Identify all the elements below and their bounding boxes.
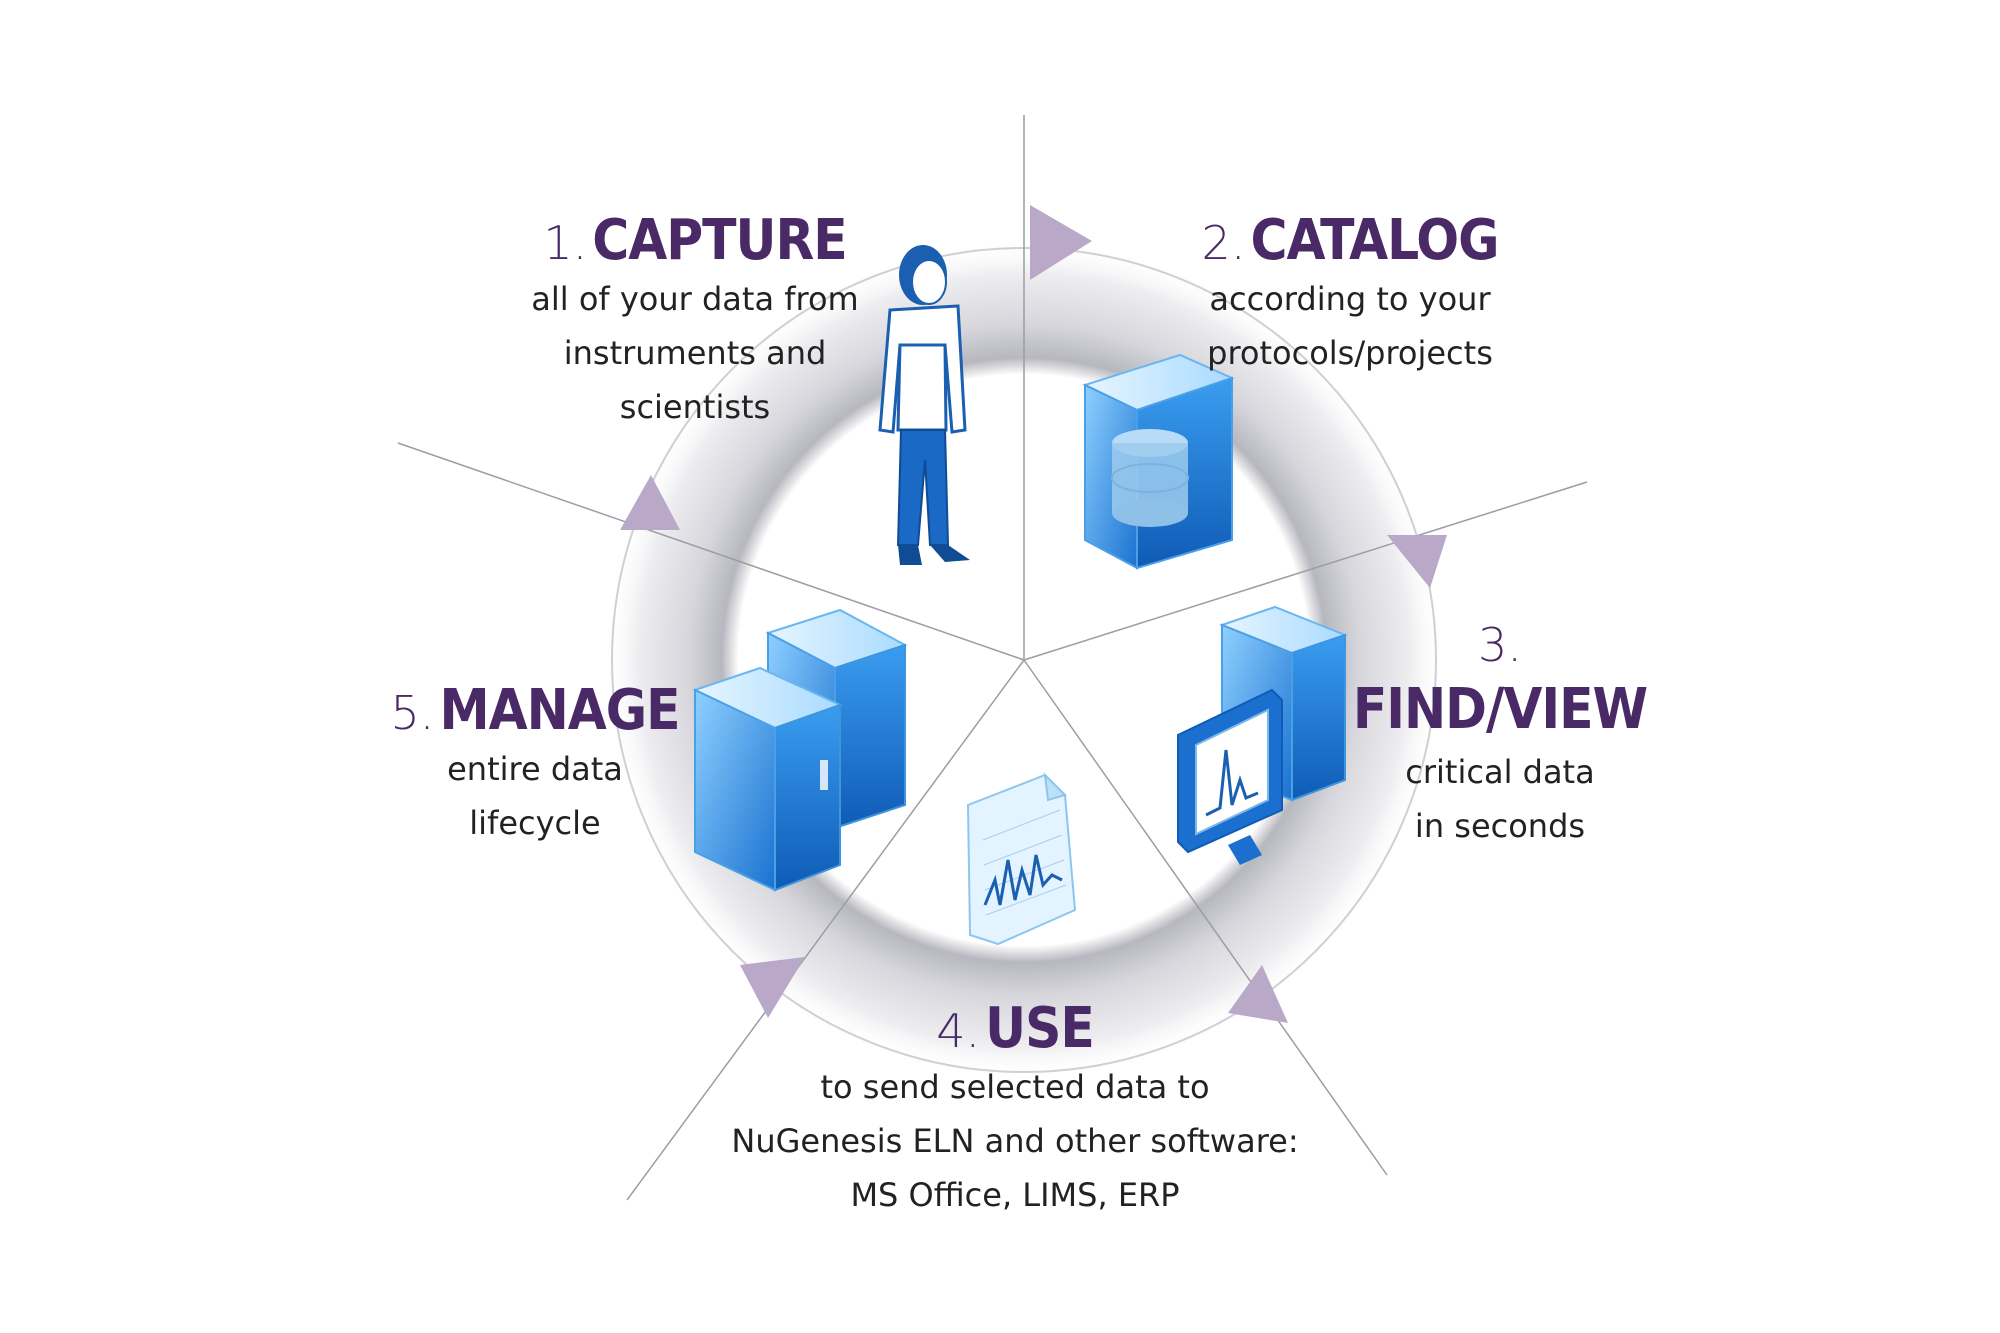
stage-heading: 1. CAPTURE	[505, 210, 885, 272]
arrow-right-icon	[1030, 205, 1092, 280]
arrow-up-icon	[620, 475, 680, 530]
stage-capture: 1. CAPTURE all of your data from instrum…	[505, 210, 885, 434]
stage-catalog: 2. CATALOG according to your protocols/p…	[1150, 210, 1550, 380]
arrow-left-icon	[1228, 965, 1288, 1023]
stage-heading: 2. CATALOG	[1150, 210, 1550, 272]
stage-manage: 5. MANAGE entire data lifecycle	[365, 680, 705, 850]
scientist-icon	[878, 245, 970, 565]
stage-description-line: instruments and	[563, 333, 827, 372]
stage-title: FIND/VIEW	[1352, 677, 1648, 742]
divider-line	[1023, 659, 1388, 1176]
arrow-left-icon	[740, 957, 805, 1018]
stage-description-line: scientists	[619, 387, 771, 426]
stage-number: 2.	[1201, 216, 1246, 270]
stage-use: 4. USE to send selected data to NuGenesi…	[715, 998, 1315, 1222]
stage-number: 1.	[543, 216, 588, 270]
stage-description-line: MS Office, LIMS, ERP	[850, 1175, 1180, 1214]
stage-number: 3.	[1478, 618, 1522, 672]
divider-line	[397, 442, 1025, 661]
workstation-icon	[1177, 605, 1348, 865]
stage-heading: 4. USE	[715, 998, 1315, 1060]
stage-find-view: 3. FIND/VIEW critical data in seconds	[1340, 615, 1660, 853]
arrow-down-icon	[1387, 535, 1447, 588]
stage-title: CAPTURE	[592, 208, 847, 273]
stage-title: USE	[985, 996, 1095, 1061]
stage-description-line: to send selected data to	[820, 1067, 1210, 1106]
stage-heading: 5. MANAGE	[365, 680, 705, 742]
stage-description-line: entire data	[447, 749, 623, 788]
stage-description-line: in seconds	[1414, 807, 1586, 845]
stage-description-line: NuGenesis ELN and other software:	[731, 1121, 1299, 1160]
cycle-arrows	[620, 205, 1447, 1023]
divider-line	[626, 659, 1025, 1201]
section-dividers	[397, 115, 1588, 1201]
stage-description-line: lifecycle	[469, 803, 601, 842]
database-server-icon	[1082, 353, 1235, 570]
report-document-icon	[966, 772, 1077, 946]
stage-title: CATALOG	[1250, 208, 1500, 273]
stage-description-line: critical data	[1405, 753, 1595, 791]
storage-servers-icon	[692, 608, 908, 892]
stage-number: 5.	[390, 686, 435, 740]
divider-line	[1023, 481, 1588, 661]
stage-title: MANAGE	[439, 678, 680, 743]
stage-number: 4.	[936, 1004, 981, 1058]
stage-description-line: all of your data from	[531, 279, 859, 318]
stage-description-line: protocols/projects	[1207, 333, 1493, 372]
stage-description-line: according to your	[1209, 279, 1491, 318]
